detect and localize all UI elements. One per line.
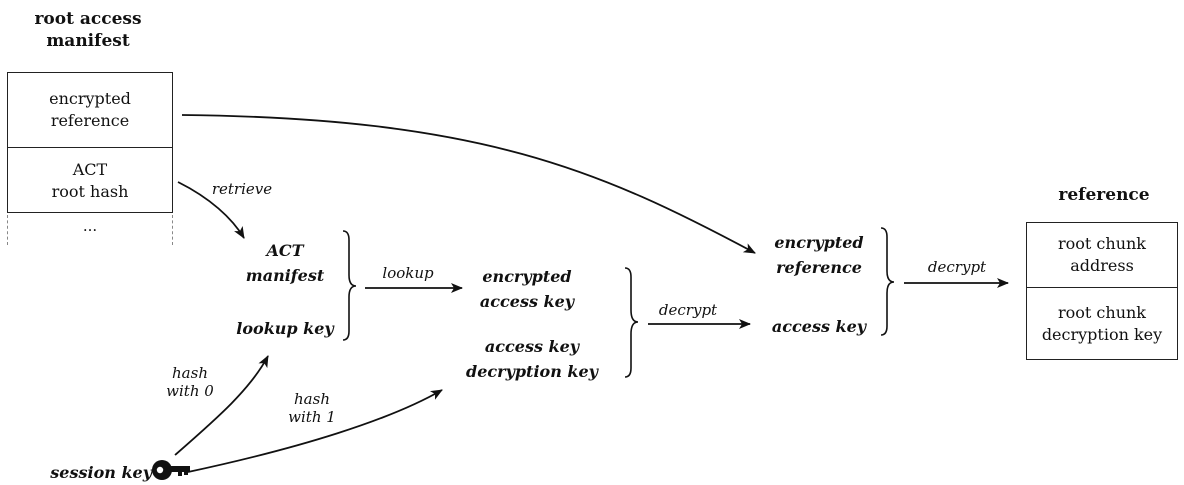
cell-line: root chunk — [1058, 303, 1146, 322]
reference-table: root chunk address root chunk decryption k… — [1026, 222, 1178, 360]
cell-line: address — [1070, 256, 1134, 275]
title-line: root access — [34, 9, 142, 29]
reference-arrow — [181, 114, 756, 254]
lookup-key-node: lookup key — [236, 319, 334, 338]
lookup-label: lookup — [382, 264, 434, 282]
decrypt-label: decrypt — [927, 258, 987, 276]
encrypted-reference-node: encrypted reference — [758, 230, 880, 280]
cell-line: root hash — [51, 181, 129, 201]
ellipsis-cell: ... — [7, 212, 173, 245]
decrypt-label: decrypt — [658, 301, 718, 319]
node-line: ACT — [266, 241, 304, 260]
cell-line: decryption key — [1041, 325, 1163, 344]
cell-line: encrypted — [49, 89, 131, 108]
label-line: with 0 — [166, 382, 214, 400]
root-access-manifest-title: root access manifest — [14, 8, 162, 52]
ellipsis-text: ... — [82, 217, 98, 235]
node-line: access key — [479, 292, 575, 311]
session-key-node: session key — [50, 463, 152, 482]
encrypted-reference-cell: encrypted reference — [8, 73, 172, 147]
node-line: decryption key — [466, 362, 598, 381]
cell-line: ACT — [72, 159, 108, 179]
reference-title: reference — [1058, 185, 1150, 205]
access-key-decryption-key-node: access key decryption key — [452, 334, 612, 384]
encrypted-access-key-node: encrypted access key — [462, 264, 592, 314]
cell-line: root chunk — [1058, 234, 1146, 253]
access-key-node: access key — [771, 317, 867, 336]
retrieve-label: retrieve — [211, 180, 273, 198]
node-line: encrypted — [482, 267, 572, 286]
title-line: manifest — [46, 31, 130, 51]
cell-line: reference — [50, 111, 130, 130]
root-chunk-decryption-key-cell: root chunk decryption key — [1027, 287, 1177, 360]
brace — [624, 267, 639, 378]
label-line: with 1 — [288, 408, 336, 426]
label-line: hash — [172, 364, 208, 382]
root-chunk-address-cell: root chunk address — [1027, 223, 1177, 287]
hash-with-0-label: hash with 0 — [160, 364, 220, 400]
brace — [342, 230, 357, 341]
label-line: hash — [294, 390, 330, 408]
retrieve-arrow — [177, 181, 245, 239]
hash-with-1-label: hash with 1 — [282, 390, 342, 426]
hash-with-0-arrow — [174, 355, 269, 456]
key-icon — [152, 460, 190, 480]
node-line: access key — [484, 337, 580, 356]
node-line: reference — [776, 258, 862, 277]
brace — [880, 227, 895, 336]
act-manifest-node: ACT manifest — [225, 238, 345, 288]
node-line: encrypted — [774, 233, 864, 252]
hash-with-1-arrow — [187, 389, 443, 473]
node-line: manifest — [245, 266, 325, 285]
